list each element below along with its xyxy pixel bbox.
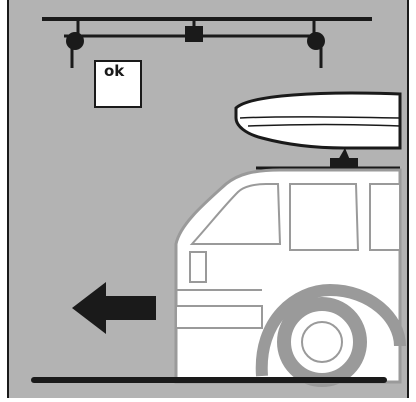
- ok-badge-text: ok: [104, 64, 124, 79]
- left-pulley-icon: [66, 32, 84, 50]
- car-icon: [176, 168, 400, 382]
